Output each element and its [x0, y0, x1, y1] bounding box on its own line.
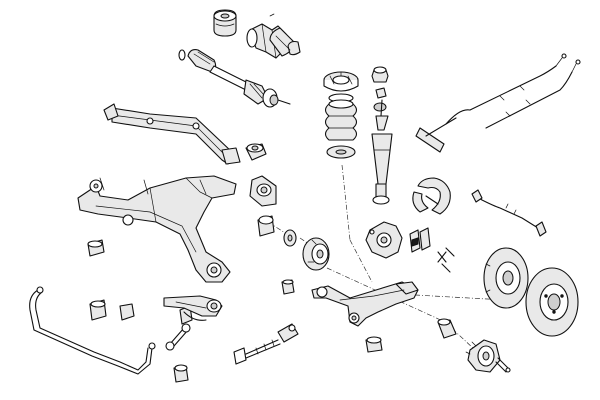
- brake-carrier: [365, 221, 403, 259]
- axle-nut: [437, 318, 457, 339]
- brake-pad-set: [409, 227, 431, 253]
- track-rod: [233, 323, 299, 365]
- pad-retainer-clips: [437, 247, 455, 273]
- small-bushing: [87, 239, 105, 257]
- wear-sensor: [471, 189, 547, 237]
- bracket-bushing: [257, 215, 275, 237]
- hand-brake-cables: [415, 53, 581, 153]
- wheel-bearing-kit: [302, 237, 330, 271]
- bushing-holder: [249, 175, 277, 207]
- wheel-hub: [465, 339, 511, 373]
- subframe-crossmember: [77, 175, 237, 283]
- lower-link-arm: [163, 295, 223, 321]
- hub-nut: [283, 229, 297, 247]
- control-arm: [311, 281, 419, 327]
- bump-stop: [213, 9, 237, 37]
- stabilizer-bar: [29, 286, 156, 375]
- drive-shaft: [178, 49, 291, 108]
- control-arm-bushing: [281, 279, 383, 353]
- cv-joint-boot-kit: [246, 13, 301, 59]
- stabilizer-bushings: [89, 299, 189, 383]
- mount-nut: [371, 66, 389, 112]
- rubber-bushing: [245, 143, 267, 161]
- rear-axle-mount-bracket: [103, 103, 241, 165]
- coupling-link: [165, 305, 193, 351]
- brake-shoe-set: [412, 177, 451, 215]
- upper-strut-mount: [323, 71, 359, 92]
- shock-absorber: [371, 99, 393, 205]
- coil-spring-bellows: [324, 93, 358, 159]
- brake-disc: [483, 247, 579, 337]
